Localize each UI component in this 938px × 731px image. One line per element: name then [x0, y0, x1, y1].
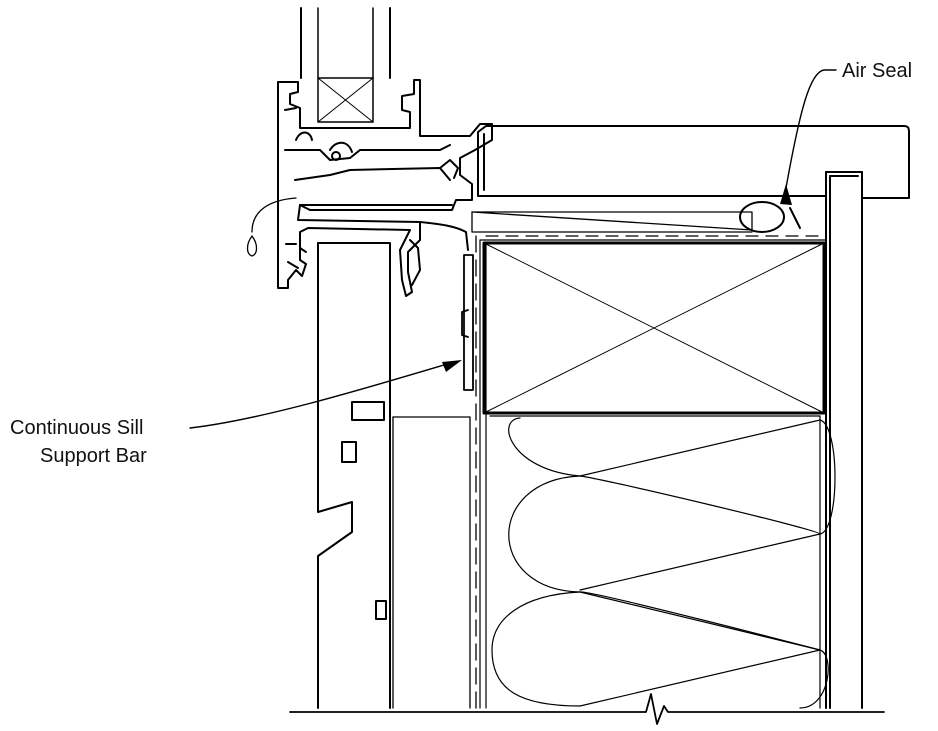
anchor-clip-upper — [341, 441, 357, 463]
air-seal-backer-rod — [739, 201, 801, 233]
air-seal-label: Air Seal — [842, 60, 912, 82]
air-seal-leader — [785, 69, 837, 189]
sill-cap — [477, 125, 910, 199]
sill-bar-leader — [189, 364, 445, 429]
air-seal-arrowhead — [780, 184, 792, 205]
section-break-baseline — [289, 693, 885, 725]
sill-bar-label-line1: Continuous Sill — [10, 417, 143, 439]
interior-cavity-panel — [392, 416, 471, 709]
membrane-outline — [479, 239, 827, 709]
glazing-unit — [300, 7, 391, 123]
batt-insulation — [489, 415, 836, 709]
sloped-shim — [471, 211, 753, 233]
left-wall-section — [317, 242, 391, 709]
sill-frame-extrusion — [277, 79, 493, 297]
arrowheads — [442, 184, 792, 372]
glazing-spacer-block — [317, 77, 374, 123]
callout-labels: Air Seal Continuous Sill Support Bar — [10, 60, 912, 467]
sill-bar-arrowhead — [442, 360, 462, 372]
continuous-sill-support-bar — [461, 254, 474, 391]
leader-lines — [189, 69, 837, 429]
anchor-clip-lower — [375, 600, 387, 620]
right-stud — [825, 171, 863, 709]
sill-bar-label-line2: Support Bar — [40, 445, 147, 467]
drainage-drop-symbol — [246, 197, 297, 257]
wood-blocking — [482, 241, 826, 415]
membrane-dashed-line — [475, 235, 827, 709]
